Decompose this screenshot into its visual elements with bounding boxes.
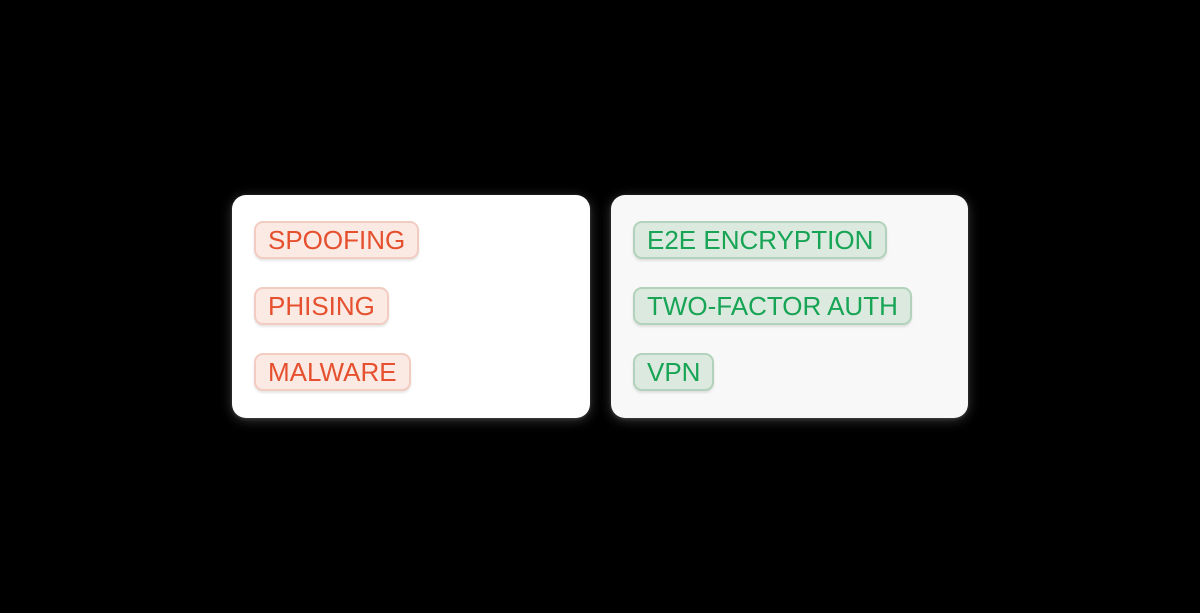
tag-chip-vpn[interactable]: VPN bbox=[633, 353, 715, 391]
tag-chip-phising[interactable]: PHISING bbox=[254, 287, 389, 325]
tag-chip-malware[interactable]: MALWARE bbox=[254, 353, 411, 391]
threats-card[interactable]: SPOOFING PHISING MALWARE bbox=[232, 195, 590, 418]
tag-chip-e2e-encryption[interactable]: E2E ENCRYPTION bbox=[633, 221, 888, 259]
tag-chip-spoofing[interactable]: SPOOFING bbox=[254, 221, 420, 259]
tag-chip-two-factor-auth[interactable]: TWO-FACTOR AUTH bbox=[633, 287, 912, 325]
protections-card[interactable]: E2E ENCRYPTION TWO-FACTOR AUTH VPN bbox=[611, 195, 968, 418]
